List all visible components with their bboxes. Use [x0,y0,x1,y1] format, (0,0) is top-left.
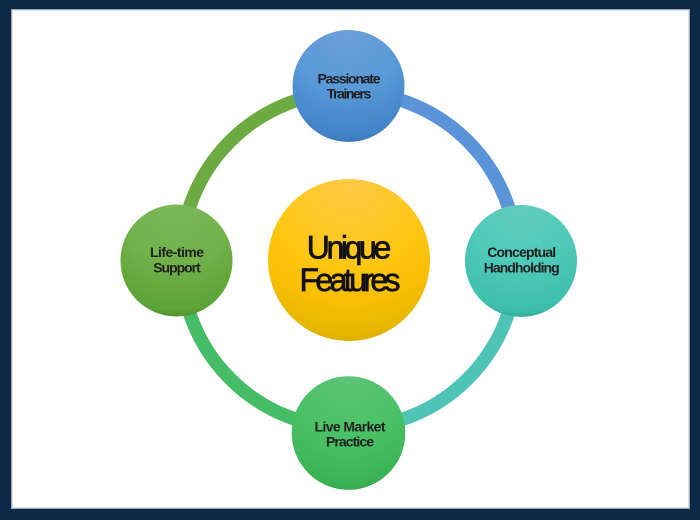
svg-text:Life-time: Life-time [150,244,204,260]
svg-text:Conceptual: Conceptual [487,244,556,260]
svg-text:Passionate: Passionate [318,71,381,87]
svg-text:Live Market: Live Market [315,419,386,435]
svg-text:Support: Support [153,259,201,275]
svg-text:Features: Features [300,262,401,298]
svg-text:Unique: Unique [307,229,392,265]
svg-text:Trainers: Trainers [327,86,372,102]
svg-text:Handholding: Handholding [484,259,560,275]
svg-text:Practice: Practice [326,434,374,450]
